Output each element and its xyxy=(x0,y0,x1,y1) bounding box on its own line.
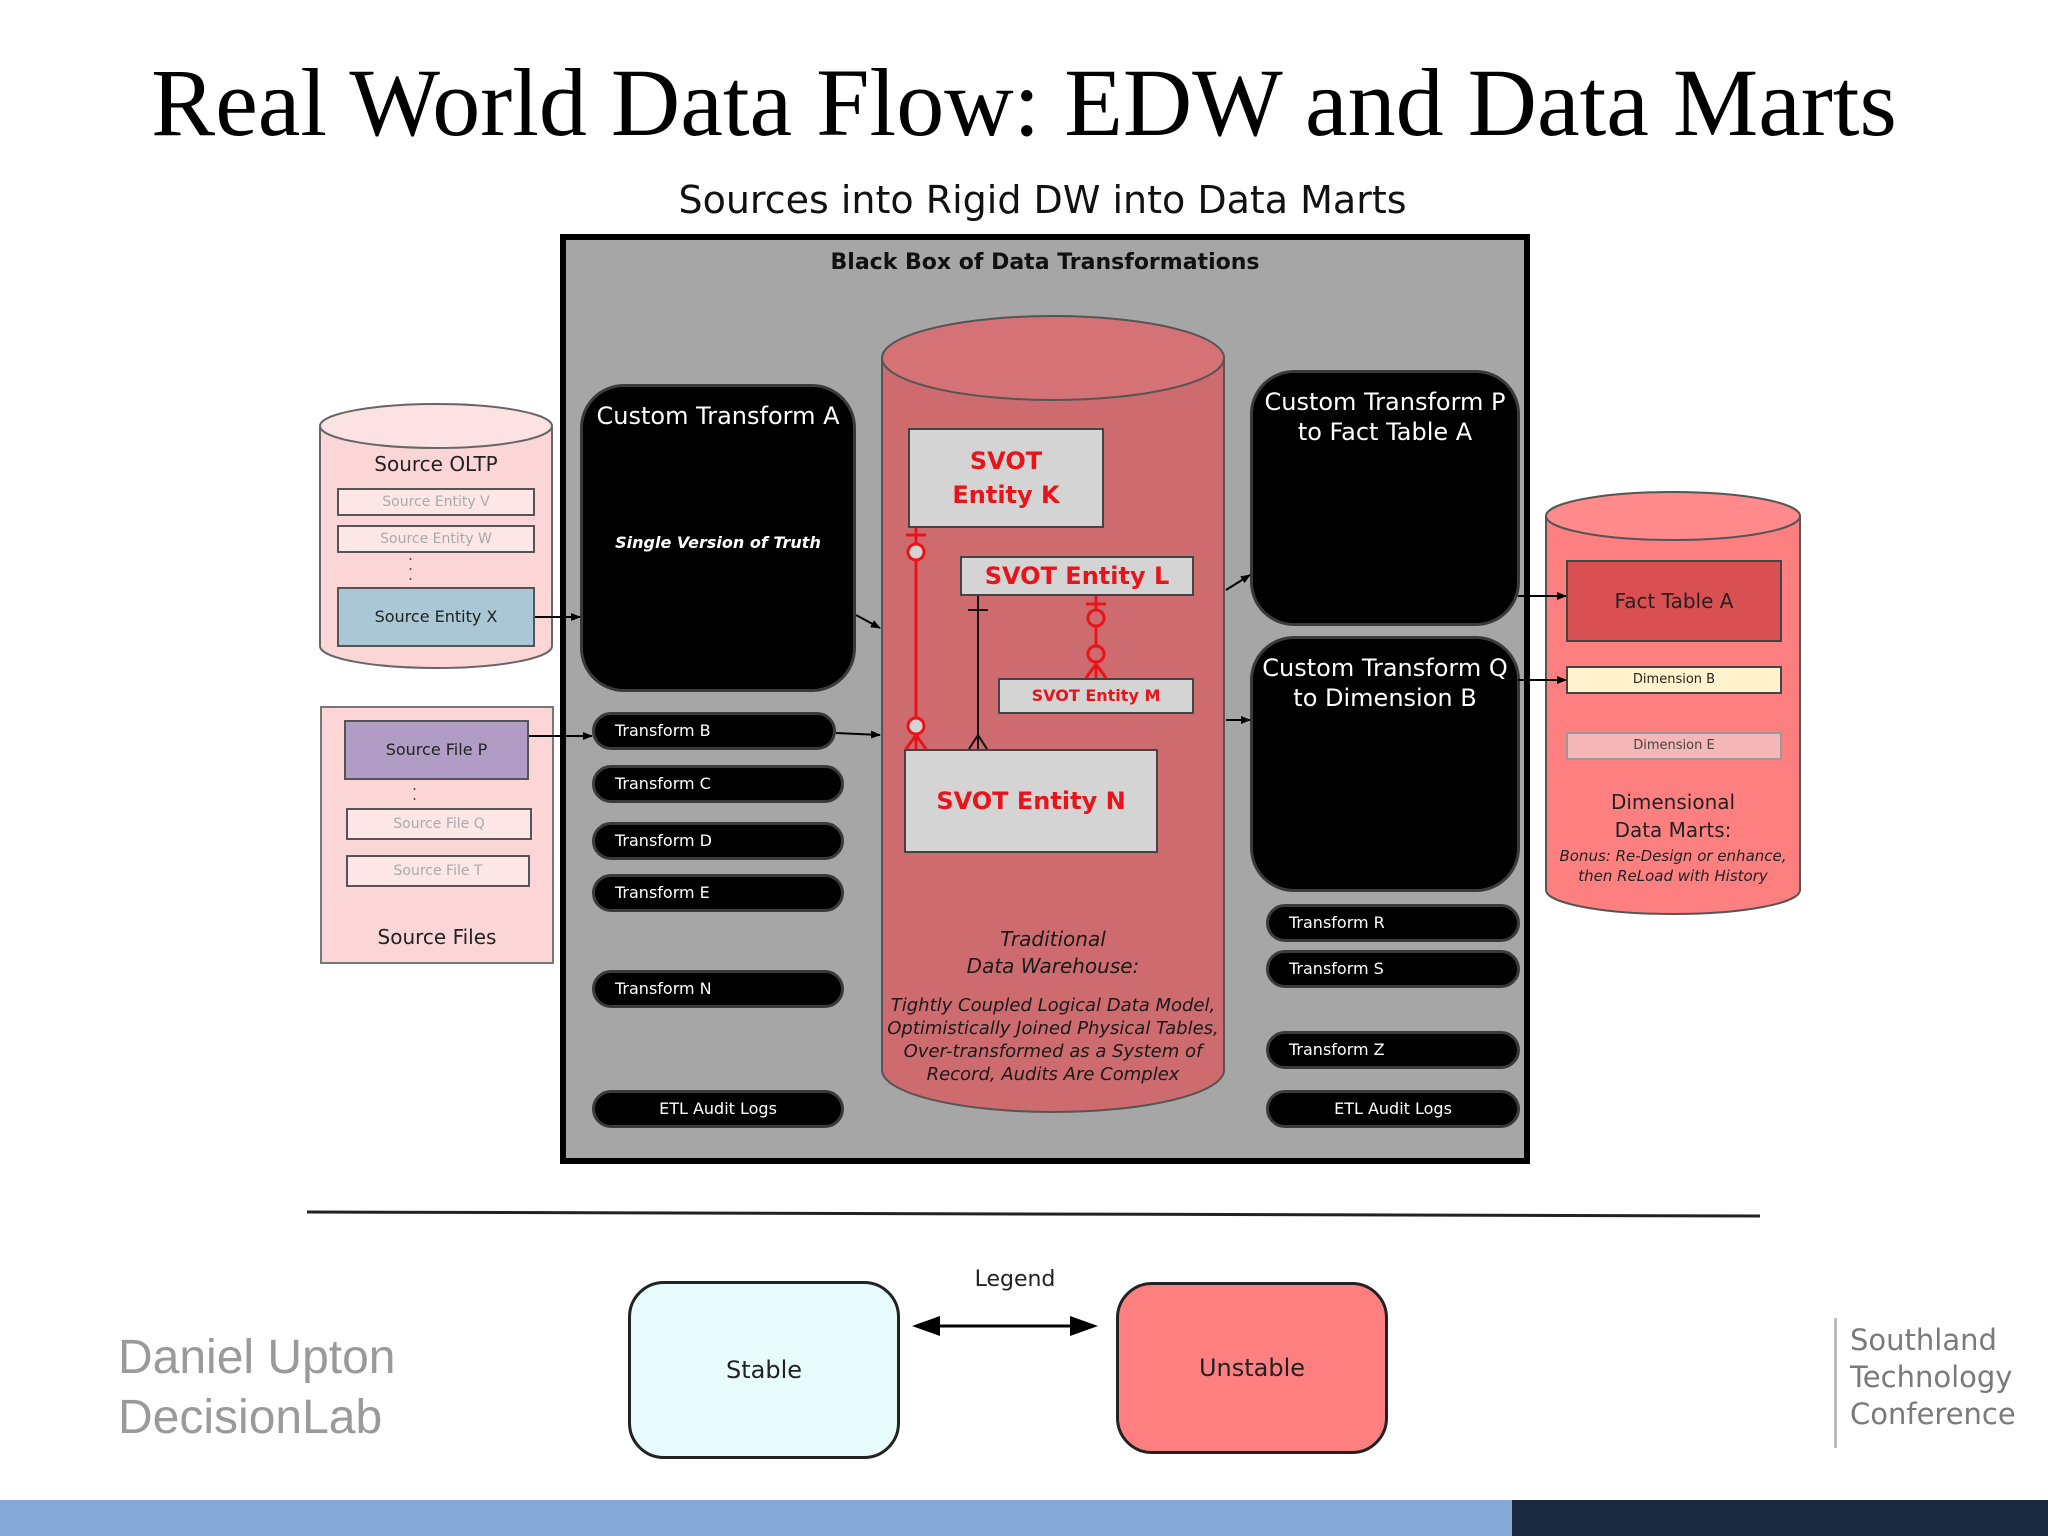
transform-d: Transform D xyxy=(592,822,844,860)
svot-entity-k-line1: SVOT xyxy=(969,447,1043,475)
source-entity-w: Source Entity W xyxy=(337,525,535,553)
diagram-subtitle: Sources into Rigid DW into Data Marts xyxy=(678,178,1407,222)
custom-transform-p-line2: to Fact Table A xyxy=(1297,418,1473,446)
legend-stable-box: Stable xyxy=(628,1281,900,1459)
warehouse-caption-line-2: Optimistically Joined Physical Tables, xyxy=(887,1018,1219,1039)
author-org: DecisionLab xyxy=(118,1391,383,1444)
arrow-transform-b-to-dw xyxy=(835,730,881,739)
conference-line-2: Technology xyxy=(1850,1360,2013,1394)
warehouse-caption-line-3: Over-transformed as a System of xyxy=(903,1041,1203,1062)
source-entity-x: Source Entity X xyxy=(337,587,535,647)
svot-entity-m: SVOT Entity M xyxy=(998,678,1194,714)
custom-transform-a: Custom Transform A Single Version of Tru… xyxy=(580,384,856,692)
data-warehouse-cylinder xyxy=(880,314,1226,1114)
custom-transform-q-line2: to Dimension B xyxy=(1293,684,1477,712)
legend-unstable-box: Unstable xyxy=(1116,1282,1388,1454)
svot-entity-n: SVOT Entity N xyxy=(904,749,1158,853)
transform-b: Transform B xyxy=(592,712,836,750)
dimension-b: Dimension B xyxy=(1566,666,1782,694)
custom-transform-p-line1: Custom Transform P xyxy=(1264,388,1506,416)
source-files-label: Source Files xyxy=(377,925,497,949)
svot-entity-l: SVOT Entity L xyxy=(960,556,1194,596)
divider-line xyxy=(306,1210,1761,1218)
custom-transform-a-note: Single Version of Truth xyxy=(615,533,821,552)
source-file-p: Source File P xyxy=(344,720,529,780)
footer-bar-blue xyxy=(0,1500,1512,1536)
data-marts-label: Dimensional Data Marts: xyxy=(1544,788,1802,844)
source-entity-v: Source Entity V xyxy=(337,488,535,516)
conference-logo-bar xyxy=(1834,1318,1837,1448)
arrow-dw-to-transform-p xyxy=(1225,574,1251,591)
relationship-l-to-m xyxy=(1084,596,1108,679)
transform-n: Transform N xyxy=(592,970,844,1008)
etl-audit-logs-left: ETL Audit Logs xyxy=(592,1090,844,1128)
data-marts-note-1: Bonus: Re-Design or enhance, xyxy=(1559,847,1787,865)
legend-title: Legend xyxy=(974,1267,1056,1292)
data-marts-label-2: Data Marts: xyxy=(1614,818,1732,842)
source-file-q: Source File Q xyxy=(346,808,532,840)
transform-s: Transform S xyxy=(1266,950,1520,988)
warehouse-caption-line-1: Tightly Coupled Logical Data Model, xyxy=(890,995,1216,1016)
transform-c: Transform C xyxy=(592,765,844,803)
transform-r: Transform R xyxy=(1266,904,1520,942)
svot-entity-k-line2: Entity K xyxy=(952,481,1060,509)
conference-logo-text: Southland Technology Conference xyxy=(1850,1322,2016,1433)
transform-z: Transform Z xyxy=(1266,1031,1520,1069)
custom-transform-q: Custom Transform Q to Dimension B xyxy=(1250,636,1520,892)
ellipsis-dots: .. xyxy=(412,775,418,804)
data-marts-note-2: then ReLoad with History xyxy=(1578,867,1768,885)
source-file-t: Source File T xyxy=(346,855,530,887)
author-name: Daniel Upton xyxy=(118,1331,396,1384)
custom-transform-p: Custom Transform P to Fact Table A xyxy=(1250,370,1520,626)
data-marts-note: Bonus: Re-Design or enhance, then ReLoad… xyxy=(1544,846,1802,886)
warehouse-caption-body: Tightly Coupled Logical Data Model, Opti… xyxy=(880,994,1226,1086)
conference-line-1: Southland xyxy=(1850,1323,1997,1357)
warehouse-caption-title-2: Data Warehouse: xyxy=(966,954,1140,978)
conference-line-3: Conference xyxy=(1850,1397,2016,1431)
svot-entity-k: SVOT Entity K xyxy=(908,428,1104,528)
dimension-e: Dimension E xyxy=(1566,732,1782,760)
footer-bar-dark xyxy=(1512,1500,2048,1536)
legend-double-arrow xyxy=(912,1316,1098,1336)
warehouse-caption-line-4: Record, Audits Are Complex xyxy=(926,1064,1180,1085)
custom-transform-p-title: Custom Transform P to Fact Table A xyxy=(1253,387,1517,447)
black-box-title: Black Box of Data Transformations xyxy=(830,250,1260,275)
fact-table-a-box: Fact Table A xyxy=(1566,560,1782,642)
relationship-k-to-n xyxy=(904,528,928,750)
warehouse-caption-title: Traditional Data Warehouse: xyxy=(880,926,1226,980)
transform-e: Transform E xyxy=(592,874,844,912)
custom-transform-q-title: Custom Transform Q to Dimension B xyxy=(1253,653,1517,713)
relationship-l-to-n xyxy=(968,596,988,750)
arrow-transform-a-to-dw xyxy=(855,614,881,629)
custom-transform-a-title: Custom Transform A xyxy=(596,402,840,430)
data-warehouse-shape xyxy=(881,315,1225,1113)
source-oltp-label: Source OLTP xyxy=(374,452,498,476)
ellipsis-dots: ... xyxy=(408,545,414,584)
slide-title: Real World Data Flow: EDW and Data Marts xyxy=(151,49,1897,156)
etl-audit-logs-right: ETL Audit Logs xyxy=(1266,1090,1520,1128)
warehouse-caption-title-1: Traditional xyxy=(1000,927,1106,951)
custom-transform-q-line1: Custom Transform Q xyxy=(1262,654,1508,682)
data-marts-label-1: Dimensional xyxy=(1610,790,1736,814)
